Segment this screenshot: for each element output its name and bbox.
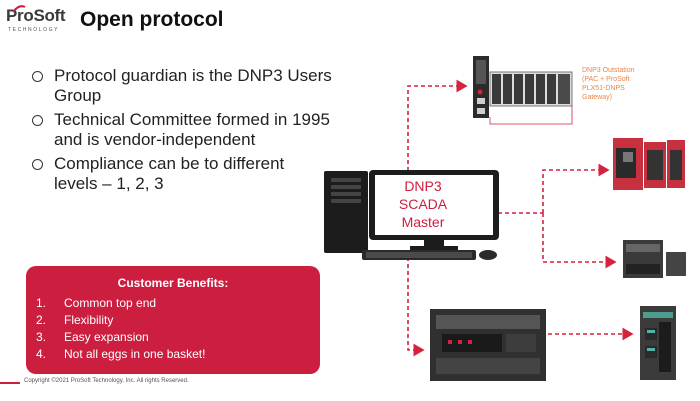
bullet-list: Protocol guardian is the DNP3 Users Grou…	[32, 66, 332, 198]
benefit-number: 3.	[36, 330, 47, 344]
master-line-2: SCADA	[398, 196, 448, 212]
benefit-item: 2. Flexibility	[36, 312, 320, 329]
outstation-line-3: PLX51-DNPS	[582, 85, 625, 92]
logo-tagline: TECHNOLOGY	[8, 27, 60, 33]
keyboard-icon	[362, 250, 476, 260]
computer-tower-icon	[324, 171, 368, 253]
master-line-3: Master	[401, 214, 445, 230]
page-title: Open protocol	[80, 8, 224, 31]
prosoft-logo: ProSoft TECHNOLOGY	[6, 5, 68, 40]
benefits-list: 1. Common top end 2. Flexibility 3. Easy ex…	[26, 295, 320, 363]
mouse-icon	[479, 250, 497, 260]
master-line-1: DNP3	[404, 178, 442, 194]
scada-master-label: DNP3 SCADA Master	[373, 177, 473, 231]
benefit-text: Common top end	[64, 296, 157, 310]
link-to-rack-modules	[542, 163, 610, 213]
benefit-number: 4.	[36, 347, 47, 361]
bullet-text: Protocol guardian is the DNP3 Users Grou…	[54, 66, 332, 105]
link-to-outstation	[407, 79, 468, 178]
benefit-item: 3. Easy expansion	[36, 329, 320, 346]
link-to-rtu	[407, 250, 425, 357]
copyright-footer: Copyright ©2021 ProSoft Technology, Inc.…	[24, 378, 189, 384]
outstation-line-4: Gateway)	[582, 94, 612, 101]
red-io-modules-icon	[613, 138, 685, 190]
monitor-icon	[369, 170, 499, 250]
benefit-number: 2.	[36, 313, 47, 327]
benefit-item: 1. Common top end	[36, 295, 320, 312]
customer-benefits-box: Customer Benefits: 1. Common top end 2. Fl…	[26, 266, 320, 374]
benefit-text: Flexibility	[64, 313, 114, 327]
bullet-text: Technical Committee formed in 1995 and i…	[54, 110, 330, 149]
connection-lines	[407, 79, 634, 357]
bullet-marker-icon	[32, 159, 43, 170]
benefit-item: 4. Not all eggs in one basket!	[36, 346, 320, 363]
outstation-line-1: DNP3 Outstation	[582, 67, 635, 74]
benefits-heading: Customer Benefits:	[117, 276, 229, 290]
benefit-number: 1.	[36, 296, 47, 310]
logo-text: ProSoft	[6, 6, 66, 25]
din-rail-module-icon	[623, 240, 686, 278]
benefit-text: Easy expansion	[64, 330, 149, 344]
rtu-controller-icon	[430, 309, 546, 381]
logo-swoosh-icon	[12, 5, 26, 13]
bullet-item: Protocol guardian is the DNP3 Users Grou…	[32, 66, 332, 106]
bullet-marker-icon	[32, 115, 43, 126]
benefit-text: Not all eggs in one basket!	[64, 347, 206, 361]
outstation-line-2: (PAC + ProSoft	[582, 76, 630, 83]
bullet-marker-icon	[32, 71, 43, 82]
link-to-din-module	[542, 213, 617, 269]
outstation-label: DNP3 Outstation (PAC + ProSoft PLX51-DNP…	[582, 66, 682, 102]
bullet-item: Technical Committee formed in 1995 and i…	[32, 110, 332, 150]
ethernet-gateway-icon	[640, 306, 676, 380]
plc-rack-icon	[473, 56, 573, 125]
bullet-item: Compliance can be to different levels – …	[32, 154, 332, 194]
footer-accent-line	[0, 382, 20, 384]
bullet-text: Compliance can be to different levels – …	[54, 154, 285, 193]
